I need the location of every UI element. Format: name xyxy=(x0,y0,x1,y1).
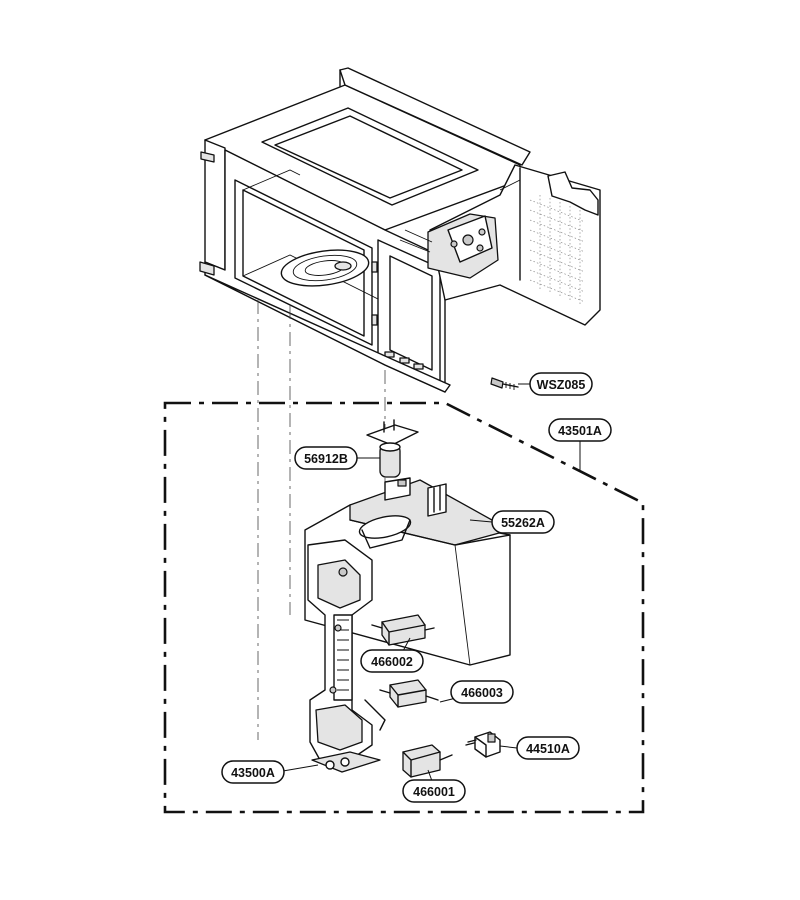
label-wsz085: WSZ085 xyxy=(537,378,586,392)
label-56912b: 56912B xyxy=(304,452,348,466)
callout-43501a: 43501A xyxy=(548,418,612,442)
part-43500a-drawing xyxy=(307,539,386,773)
screw-wsz085 xyxy=(490,377,519,390)
callout-466001: 466001 xyxy=(402,779,466,803)
part-466002-switch xyxy=(371,614,435,646)
microwave-chassis xyxy=(199,67,601,393)
callout-44510a: 44510A xyxy=(516,736,580,760)
callout-55262a: 55262A xyxy=(491,510,555,534)
vent-mesh xyxy=(529,195,586,306)
label-55262a: 55262A xyxy=(501,516,545,530)
part-44510a-drawing xyxy=(465,731,501,758)
label-44510a: 44510A xyxy=(526,742,570,756)
label-43500a: 43500A xyxy=(231,766,275,780)
callout-466002: 466002 xyxy=(360,649,424,673)
label-466001: 466001 xyxy=(413,785,455,799)
label-43501a: 43501A xyxy=(558,424,602,438)
callout-43500a: 43500A xyxy=(221,760,285,784)
callout-466003: 466003 xyxy=(450,680,514,704)
label-466003: 466003 xyxy=(461,686,503,700)
callout-56912b: 56912B xyxy=(294,446,358,470)
label-466002: 466002 xyxy=(371,655,413,669)
part-56912b-drawing xyxy=(366,419,419,478)
part-466001-switch xyxy=(402,744,453,778)
callout-wsz085: WSZ085 xyxy=(529,372,593,396)
part-466003-switch xyxy=(379,679,439,708)
part-55262a-drawing xyxy=(304,477,511,666)
